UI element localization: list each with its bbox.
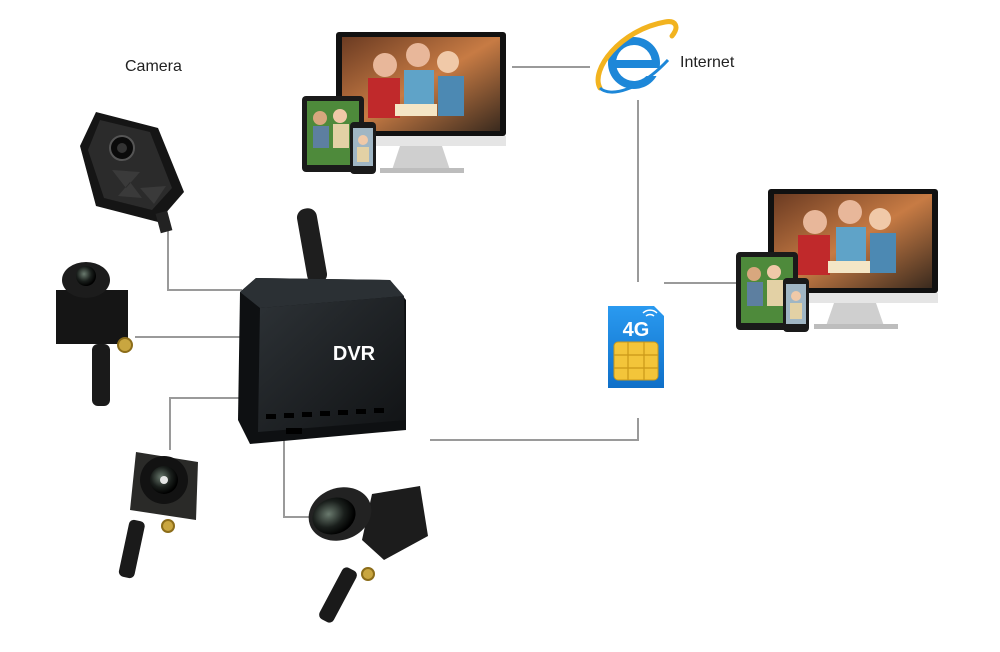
sim-card-4g-icon: 4G <box>608 306 664 388</box>
internet-explorer-icon <box>595 19 679 94</box>
line-camera1-dvr <box>167 228 242 291</box>
tablet-icon <box>736 252 798 330</box>
sim-label: 4G <box>623 319 650 341</box>
phone-icon <box>783 278 809 332</box>
monitor-icon <box>768 189 938 329</box>
camera-label: Camera <box>125 58 182 75</box>
camera-icon <box>118 452 198 579</box>
phone-icon <box>350 122 376 174</box>
line-camera3-dvr <box>169 397 260 450</box>
internet-label: Internet <box>680 54 735 71</box>
devices-group-right <box>736 189 938 332</box>
line-dvr-sim <box>430 418 639 441</box>
camera-icon <box>56 262 133 406</box>
devices-group-top <box>302 32 506 174</box>
camera-icon <box>80 112 184 234</box>
line-camera4-dvr <box>283 440 318 518</box>
dvr-box-icon: DVR <box>238 208 406 444</box>
dvr-antenna <box>296 208 328 284</box>
monitor-icon <box>336 32 506 173</box>
tablet-icon <box>302 96 364 172</box>
dvr-label: DVR <box>333 343 376 365</box>
connector-lines <box>135 66 738 518</box>
camera-icon <box>308 486 428 623</box>
